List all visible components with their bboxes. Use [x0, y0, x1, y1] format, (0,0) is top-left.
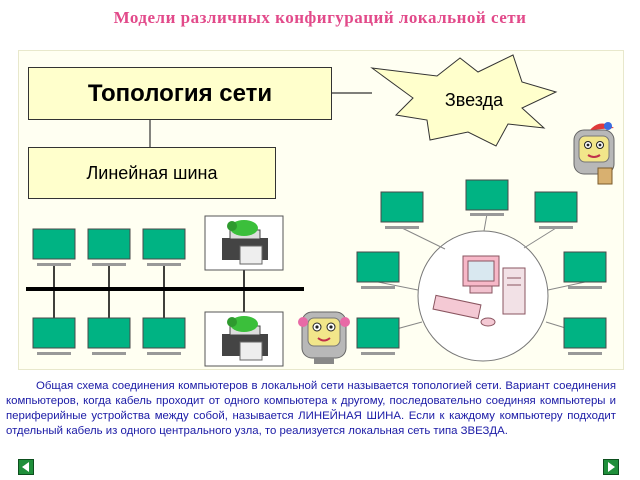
- star-monitor: [563, 251, 607, 289]
- printer-icon: [204, 289, 284, 367]
- slide-title: Модели различных конфигураций локальной …: [113, 8, 527, 27]
- topology-label: Топология сети: [87, 79, 273, 107]
- bus-monitor: [32, 289, 76, 355]
- description-text: Общая схема соединения компьютеров в лок…: [6, 380, 616, 437]
- star-monitor: [356, 317, 400, 355]
- star-monitor: [380, 191, 424, 229]
- star-monitor: [534, 191, 578, 229]
- printer-icon: [204, 215, 284, 289]
- central-computer-icon: [432, 255, 526, 327]
- girl-robot-mascot-icon: [298, 311, 350, 364]
- bus-monitor: [142, 289, 186, 355]
- next-slide-button[interactable]: [603, 459, 619, 475]
- bus-monitor: [142, 228, 186, 289]
- bus-monitor: [87, 289, 131, 355]
- prev-slide-button[interactable]: [18, 459, 34, 475]
- star-monitor: [356, 251, 400, 289]
- boy-robot-mascot-icon: [573, 122, 615, 185]
- bus-monitor: [87, 228, 131, 289]
- star-hub: [417, 230, 549, 362]
- bus-label: Линейная шина: [86, 162, 218, 183]
- bus-monitor: [32, 228, 76, 289]
- topology-box: Топология сети: [28, 67, 332, 120]
- star-monitor: [563, 317, 607, 355]
- triangle-left-icon: [22, 462, 29, 472]
- triangle-right-icon: [608, 462, 615, 472]
- star-label: Звезда: [444, 90, 504, 110]
- bus-box: Линейная шина: [28, 147, 276, 199]
- star-monitor: [465, 179, 509, 216]
- star-burst-shape: [370, 54, 558, 147]
